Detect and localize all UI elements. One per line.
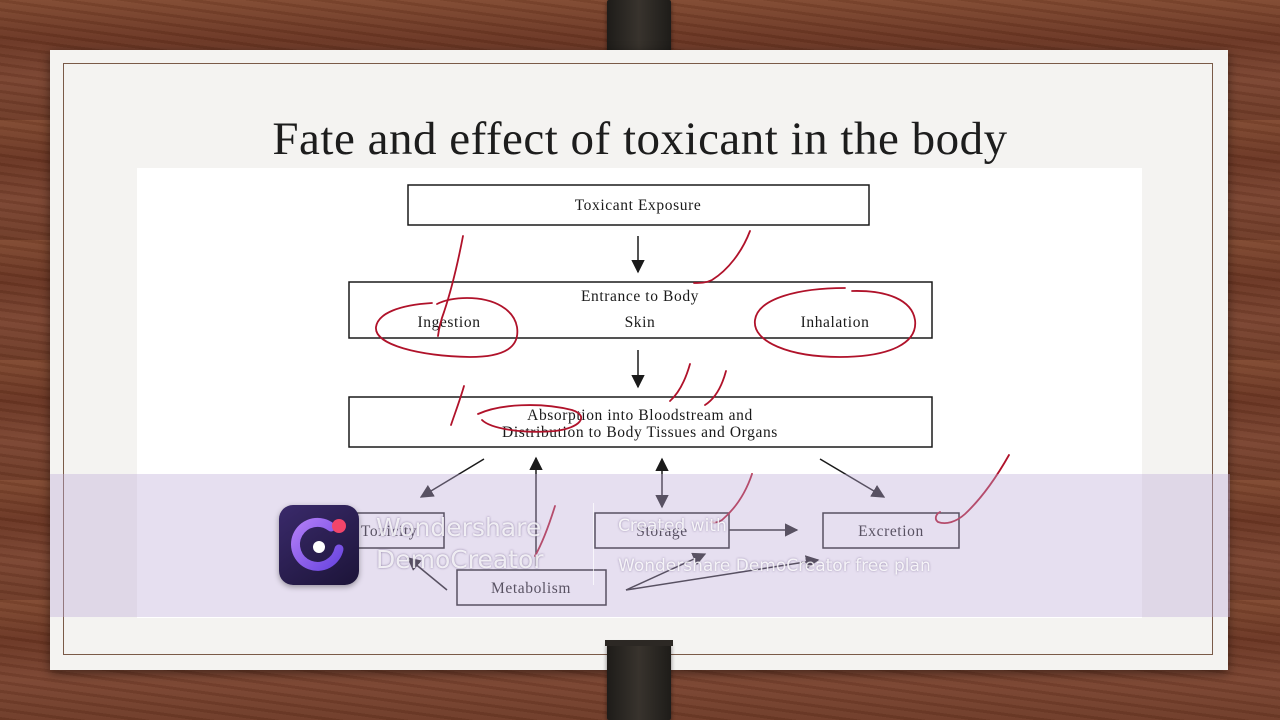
arrow-absorption-to-toxicity [419,458,485,498]
route-skin: Skin [625,314,656,331]
democreator-logo-icon [279,505,359,585]
ink-circle-ingestion [375,297,519,358]
exposure-label: Toxicant Exposure [575,197,702,214]
absorption-box: Absorption into Bloodstream and Distribu… [348,396,933,448]
route-ingestion: Ingestion [417,314,480,331]
ink-tick-metabolism [534,505,556,557]
ink-tick-absorption-2 [704,370,727,406]
exposure-box: Toxicant Exposure [407,184,870,226]
ink-underline-absorption [477,404,583,433]
absorption-line1: Absorption into Bloodstream and [527,407,753,424]
handwritten-annotations [375,230,1010,557]
slide-title: Fate and effect of toxicant in the body [272,113,1008,165]
watermark-brand-line1: Wondershare [376,513,542,542]
metabolism-label: Metabolism [491,580,571,597]
watermark-note-line2: Wondershare DemoCreator free plan [618,556,931,576]
storage-label: Storage [636,523,688,540]
ink-tick-excretion [934,454,1010,525]
ink-tick-absorption-1 [669,363,691,402]
entrance-title: Entrance to Body [581,288,699,305]
bottom-binder-clip [605,640,673,720]
storage-box: Storage [594,512,730,549]
ink-tick-storage [711,473,753,524]
toxicity-label: Toxicity [361,523,417,540]
metabolism-box: Metabolism [456,569,607,606]
watermark-divider [593,503,594,585]
excretion-label: Excretion [858,523,924,540]
route-inhalation: Inhalation [801,314,870,331]
democreator-logo-glyph [291,517,346,571]
watermark-note-line1: Created with [618,516,727,536]
entrance-box: Entrance to Body Ingestion Skin Inhalati… [348,281,933,339]
arrow-metabolism-to-excretion [625,555,820,591]
arrow-metabolism-to-storage [625,552,707,591]
ink-tick-exposure-right [693,230,751,284]
ink-tick-absorption-left [450,385,465,426]
ink-circle-inhalation [754,287,916,358]
watermark-band [50,474,1230,617]
arrow-absorption-to-excretion [819,458,886,498]
excretion-box: Excretion [822,512,960,549]
arrow-metabolism-to-toxicity [406,557,448,591]
watermark-brand-line2: DemoCreator [376,545,544,574]
ink-tick-exposure-left [437,235,464,337]
